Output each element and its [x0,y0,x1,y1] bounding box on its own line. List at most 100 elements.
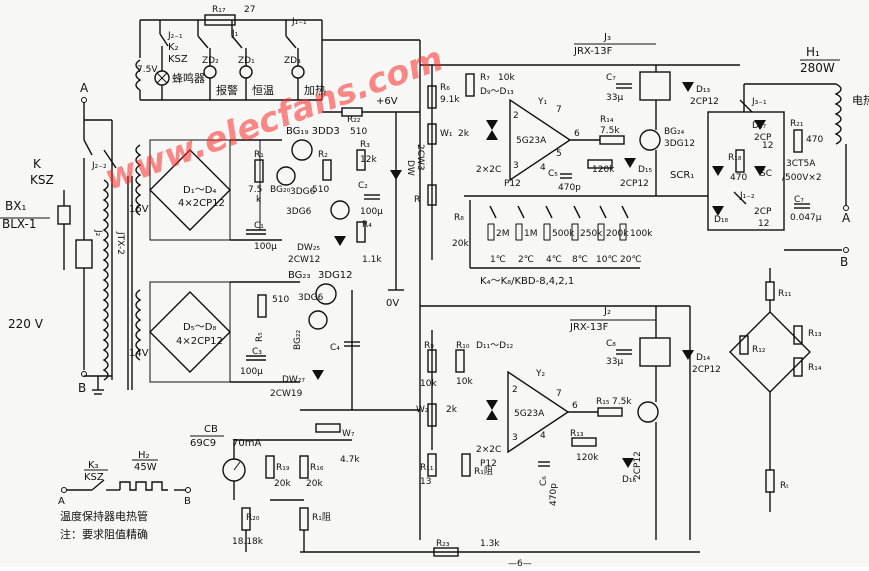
resistor-r8 [427,184,437,206]
dw27-type: 2CW19 [270,389,303,399]
c8-label: C₈ [606,339,616,349]
switch-res-1: 2M [496,229,510,239]
r11-label: R₁₁ [420,463,434,473]
r2-label: R₂ [318,150,328,160]
h2-label: H₂ [138,450,150,461]
resistor-r4 [356,221,366,243]
ic2-name: Y₂ [535,369,545,379]
switch-k-4[interactable] [573,205,581,219]
y1-pin4: 4 [540,163,546,173]
c6-label: C₆ [539,476,549,486]
r18-label: R₁₈ [728,153,742,163]
heater-node-b: B [840,255,848,269]
transistor-bg20 [276,166,296,186]
resistor-r15 [597,407,623,417]
transformer-secondary-2 [135,289,142,361]
y1-pin6: 6 [574,129,580,139]
transistor-bg23 [315,283,337,305]
heating-text: 加热 [304,84,326,97]
node-a-terminal [81,97,87,103]
r16-label: R₁₆ [310,463,324,473]
bridge-rectifier-2 [149,291,231,373]
dw25-type: 2CW12 [288,255,320,265]
plus6v-label: +6V [376,96,398,107]
switch-res-2: 1M [524,229,538,239]
switch-k-1[interactable] [489,205,497,219]
resistor-bridge-left [739,335,749,355]
bg24-type: 3DG12 [664,139,695,149]
bridge-rt: Rₜ [780,481,789,491]
c8-value: 33μ [606,357,623,367]
switch-k-2[interactable] [517,205,525,219]
lamp-voltage: 7.5V [137,65,158,75]
d16-type: 2CP12 [633,451,643,480]
zener-dw27 [312,370,324,380]
h2-power: 45W [134,462,157,473]
d9-label: D₉～D₁₃ [480,87,514,97]
meter-name: CB [204,424,218,435]
j1-2-label: J₁₋₂ [739,191,755,201]
switch-temp-1: 1℃ [490,255,506,265]
resistor-r5 [257,294,267,318]
k3-label: K₃ [88,460,99,471]
y2-pin6: 6 [572,401,578,411]
resistor-r2 [322,159,332,181]
bridge1-label: D₁～D₄ [183,185,216,196]
r15-label: R₁₅ [596,397,610,407]
bridge-r-top: R₁₁ [778,289,792,299]
r21-part: 3CT5A [786,159,816,169]
d13-label: D₁₃ [696,85,711,95]
w1-value: 2k [458,129,470,139]
c4-label: C₄ [330,343,340,353]
d14-label: D₁₄ [696,353,711,363]
d13-type: 2CP12 [690,97,719,107]
r19-label: R₁₉ [276,463,290,473]
diode-d18 [712,206,724,216]
j1-1-label: J₁₋₁ [291,17,307,27]
c2-label: C₂ [358,181,368,191]
heater-tube-h2 [119,481,168,491]
indicator-lamps-section: R₁₇ 27 J₂₋₁ K₂ KSZ 蜂鸣器 J₁ J₁₋₁ ZD₂ ZD₁ Z… [139,5,326,101]
resistor-bridge-top [765,281,775,301]
buzzer-text: 蜂鸣器 [172,71,205,85]
relay-contact-j1-2 [733,191,747,205]
switch-k-6[interactable] [621,205,629,219]
resistor-r9 [427,349,437,373]
diode-d13 [682,82,694,92]
thermistor-rt-meter [299,507,309,531]
h1-power: 280W [800,61,835,75]
switch-k-3[interactable] [545,205,553,219]
scr1-label: SCR₁ [670,170,694,181]
r10-value: 10k [456,377,473,387]
thyristor-sc [754,166,766,176]
switch-res-5: 200k [606,229,629,239]
heater-node-a: A [842,211,851,225]
upper-diodes-sub: P12 [504,179,521,189]
lower-diodes-sub: P12 [480,459,497,469]
r9-label: R₉ [424,341,434,351]
r7-value: 10k [498,73,515,83]
temperature-keeper-section: K₃ KSZ H₂ 45W A B 温度保持器电热管 注：要求阻值精确 [58,450,191,541]
switch-k-5[interactable] [599,205,607,219]
switch-temp-6: 20℃ [620,255,642,265]
r1-unit: k [256,195,262,205]
r-feedback-value: 120k [592,165,615,175]
resistor-r11 [427,453,437,477]
zero-volt-label: 0V [386,298,399,309]
c1-value: 100μ [254,242,277,252]
c5-label: C₅ [548,169,558,179]
transformer-label: J₂ [93,229,103,237]
d17-type: 2CP [754,133,772,143]
op-amp-y1 [509,98,572,182]
k2-label: K₂ [168,42,179,53]
potentiometer-w2 [427,403,437,427]
r1-label: R₁ [254,150,264,160]
y2-pin7: 7 [556,389,562,399]
bg23-type: 3DG12 [318,270,353,281]
meter-rt-label: R₁阻 [312,512,331,523]
bg21-label: 3DG6 [286,207,312,217]
transformer-primary [102,179,109,381]
ic2-label: 5G23A [514,409,545,419]
